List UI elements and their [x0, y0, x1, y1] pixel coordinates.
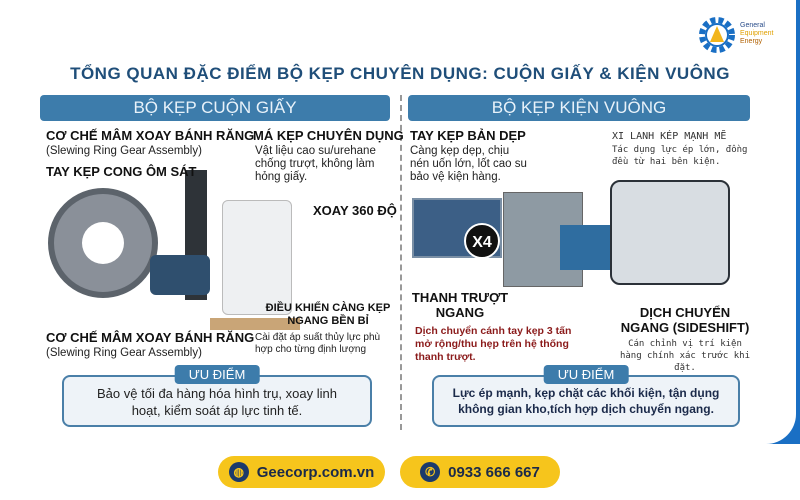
logo-line1: General: [740, 22, 765, 29]
bale-clamp-image: [560, 225, 615, 270]
pallet-image: [210, 318, 300, 330]
control-title: ĐIỀU KHIỂN CÀNG KẸP NGANG BỀN BỈ: [265, 302, 391, 327]
gear-logo-icon: [699, 17, 735, 53]
phone-label: 0933 666 667: [448, 463, 540, 481]
forklift-image: [610, 180, 730, 285]
right-section-header: BỘ KẸP KIỆN VUÔNG: [408, 95, 750, 121]
pad-title: MÁ KẸP CHUYÊN DỤNG: [253, 128, 404, 143]
rotate-label: XOAY 360 ĐỘ: [313, 203, 397, 218]
rail-desc: Dịch chuyển cánh tay kẹp 3 tấn mở rộng/t…: [415, 325, 572, 363]
forklift-body-image: [150, 255, 210, 295]
right-advantage-text: Lực ép mạnh, kẹp chặt các khối kiện, tận…: [452, 386, 720, 416]
phone-icon: ✆: [420, 462, 441, 482]
globe-icon: ◍: [228, 462, 249, 482]
left-advantage-title: ƯU ĐIỂM: [174, 365, 260, 384]
logo-line2: Equipment: [740, 30, 774, 37]
sideshift-title: DỊCH CHUYỂN NGANG (SIDESHIFT): [620, 305, 750, 335]
flat-arm-title: TAY KẸP BẢN DẸP: [410, 128, 526, 143]
website-button[interactable]: ◍ Geecorp.com.vn: [218, 456, 385, 488]
x4-badge: X4: [464, 223, 500, 259]
page-title: TỔNG QUAN ĐẶC ĐIỂM BỘ KẸP CHUYÊN DỤNG: C…: [70, 64, 730, 83]
flat-arm-desc: Càng kẹp dẹp, chịu nén uốn lớn, lốt cao …: [410, 145, 527, 183]
left-advantage-box: ƯU ĐIỂM Bảo vệ tối đa hàng hóa hình trụ,…: [62, 365, 372, 427]
cylinder-desc: Tác dụng lực ép lớn, đồng đều từ hai bên…: [612, 145, 748, 167]
right-advantage-title: ƯU ĐIỂM: [543, 365, 629, 384]
arm-title: TAY KẸP CONG ÔM SÁT: [46, 164, 197, 179]
gear-subtitle: (Slewing Ring Gear Assembly): [46, 145, 202, 157]
website-label: Geecorp.com.vn: [256, 463, 375, 481]
sideshift-desc: Cán chỉnh vị trí kiện hàng chính xác trư…: [619, 339, 751, 373]
control-desc: Cài đặt áp suất thủy lực phù hợp cho từn…: [255, 332, 381, 355]
gear2-title: CƠ CHẾ MÂM XOAY BÁNH RĂNG: [46, 330, 255, 345]
pad-desc: Vật liệu cao su/urehane chống trượt, khô…: [255, 145, 376, 183]
gear2-subtitle: (Slewing Ring Gear Assembly): [46, 347, 202, 359]
rail-title: THANH TRƯỢT NGANG: [411, 290, 509, 320]
gear-title: CƠ CHẾ MÂM XOAY BÁNH RĂNG: [46, 128, 255, 143]
phone-button[interactable]: ✆ 0933 666 667: [400, 456, 560, 488]
logo-line3: Energy: [740, 38, 763, 45]
divider: [400, 95, 402, 430]
cylinder-title: XI LANH KÉP MẠNH MẼ: [612, 131, 727, 142]
slewing-ring-image: [48, 188, 158, 298]
left-section-header: BỘ KẸP CUỘN GIẤY: [40, 95, 390, 121]
right-advantage-box: ƯU ĐIỂM Lực ép mạnh, kẹp chặt các khối k…: [432, 365, 740, 427]
logo: General Equipment Energy: [696, 14, 796, 58]
left-advantage-text: Bảo vệ tối đa hàng hóa hình trụ, xoay li…: [97, 386, 337, 418]
paper-roll-image: [222, 200, 292, 315]
